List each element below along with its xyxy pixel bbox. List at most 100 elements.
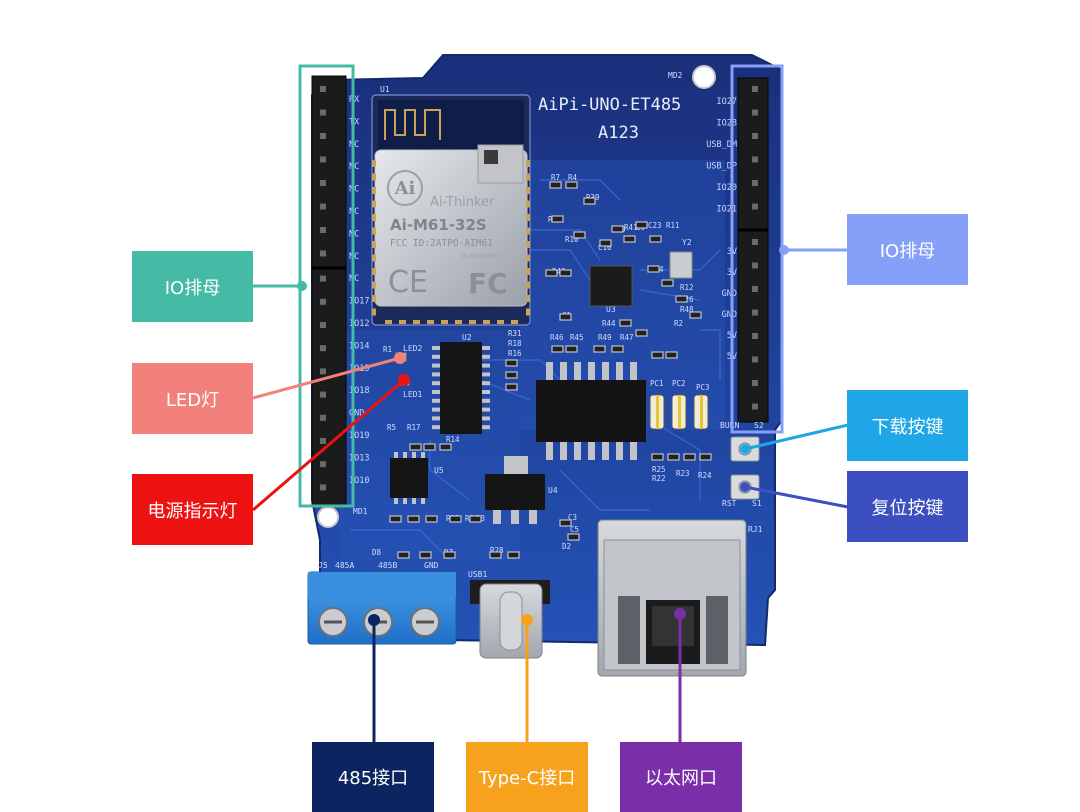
- ai-m61-module: Ai Ai-Thinker Ai-M61-32S FCC ID:2ATPO-AI…: [371, 94, 531, 326]
- callout-reset-label: 复位按键: [871, 497, 944, 519]
- leader-power-led: [252, 378, 405, 512]
- smd-component: [389, 515, 402, 523]
- callout-rs485-label: 485接口: [337, 768, 409, 789]
- ethernet-rj45-port[interactable]: [597, 519, 747, 677]
- smd-component: [651, 453, 664, 461]
- part-designator: R7: [551, 173, 560, 182]
- header-pin: [320, 156, 326, 163]
- smd-component: [551, 345, 564, 353]
- header-pin: [752, 133, 758, 139]
- smd-component: [449, 515, 462, 523]
- callout-power-led-label: 电源指示灯: [147, 500, 238, 522]
- smd-component: [505, 371, 518, 379]
- smd-component: [619, 319, 632, 327]
- callout-ethernet-label: 以太网口: [645, 768, 717, 789]
- header-pin: [752, 180, 758, 186]
- part-designator: R46: [550, 333, 564, 342]
- part-designator: R14: [446, 435, 460, 444]
- silk-u5: U5: [434, 466, 444, 475]
- smd-component: [567, 533, 580, 541]
- header-pin: [320, 438, 326, 444]
- module-name: Ai-M61-32S: [390, 216, 487, 234]
- smd-component: [573, 231, 586, 239]
- header-pin: [320, 391, 326, 398]
- part-designator: R22: [652, 474, 666, 483]
- silk-u3: U3: [606, 305, 616, 314]
- part-designator: R23: [676, 469, 690, 478]
- callout-download-label: 下载按键: [871, 416, 944, 438]
- part-designator: D8: [372, 548, 382, 557]
- smd-component: [423, 443, 436, 451]
- usb-typec-port[interactable]: [470, 580, 550, 659]
- left-header-label: IO19: [349, 431, 369, 441]
- smd-component: [635, 329, 648, 337]
- header-pin: [752, 109, 758, 116]
- protection-components: [649, 394, 709, 430]
- header-pin: [320, 227, 326, 233]
- right-header-label: GND: [722, 289, 737, 299]
- smd-component: [551, 215, 564, 223]
- mount-hole-bottom: [317, 506, 339, 528]
- header-pin: [320, 133, 326, 139]
- silk-485a: 485A: [335, 561, 354, 570]
- header-pin: [320, 484, 326, 491]
- smd-passives: [389, 181, 712, 559]
- header-pin: [320, 298, 326, 305]
- smd-component: [665, 351, 678, 359]
- silk-usb1: USB1: [468, 570, 487, 579]
- part-designator: R31: [508, 329, 522, 338]
- voltage-regulator: [485, 456, 545, 524]
- header-pin: [320, 250, 326, 257]
- module-fcc: FCC ID:2ATPO-AIM61: [390, 238, 493, 249]
- left-header-label: GND: [349, 409, 364, 419]
- part-designator: C5: [570, 525, 579, 534]
- header-pin: [752, 203, 758, 210]
- smd-component: [599, 239, 612, 247]
- smd-component: [507, 551, 520, 559]
- rs485-transceiver-chip: [432, 342, 490, 434]
- part-designator: R12: [680, 283, 694, 292]
- smd-component: [583, 197, 596, 205]
- header-pin: [752, 333, 758, 339]
- smd-component: [565, 345, 578, 353]
- left-pin-header: [311, 75, 347, 507]
- header-pin: [752, 403, 758, 410]
- header-pin: [752, 286, 758, 292]
- left-header-label: IO12: [349, 319, 369, 329]
- ce-mark: CE: [388, 265, 428, 300]
- header-pin: [752, 86, 758, 92]
- silk-burn: BURN: [720, 421, 739, 430]
- part-designator: R2: [674, 319, 683, 328]
- header-pin: [320, 322, 326, 328]
- part-designator: R4: [568, 173, 578, 182]
- part-designator: R48: [680, 305, 694, 314]
- silk-y2: Y2: [682, 238, 692, 247]
- right-header-label: GND: [722, 310, 737, 320]
- rs485-terminal-block[interactable]: [307, 571, 457, 645]
- smd-component: [699, 453, 712, 461]
- part-designator: D2: [562, 542, 571, 551]
- module-lot: BL6P8BM86D: [462, 253, 499, 260]
- header-pin: [320, 345, 326, 352]
- header-pin: [320, 368, 326, 375]
- callout-reset-button: 复位按键: [847, 471, 968, 542]
- part-designator: R44: [602, 319, 616, 328]
- left-header-label: TX: [349, 117, 360, 127]
- callout-led: LED灯: [132, 363, 253, 434]
- smd-component: [559, 519, 572, 527]
- callout-led-label: LED灯: [165, 389, 220, 411]
- smd-component: [469, 515, 482, 523]
- part-designator: PC2: [672, 379, 686, 388]
- smd-component: [397, 551, 410, 559]
- smd-component: [559, 313, 572, 321]
- silk-rj1: RJ1: [748, 525, 763, 534]
- smd-component: [439, 443, 452, 451]
- smd-component: [647, 265, 660, 273]
- part-designator: R28: [490, 546, 504, 555]
- part-designator: R24: [698, 471, 712, 480]
- part-designator: R43: [552, 267, 566, 276]
- silk-485b: 485B: [378, 561, 397, 570]
- svg-text:Ai: Ai: [394, 178, 416, 199]
- part-designator: R11: [666, 221, 680, 230]
